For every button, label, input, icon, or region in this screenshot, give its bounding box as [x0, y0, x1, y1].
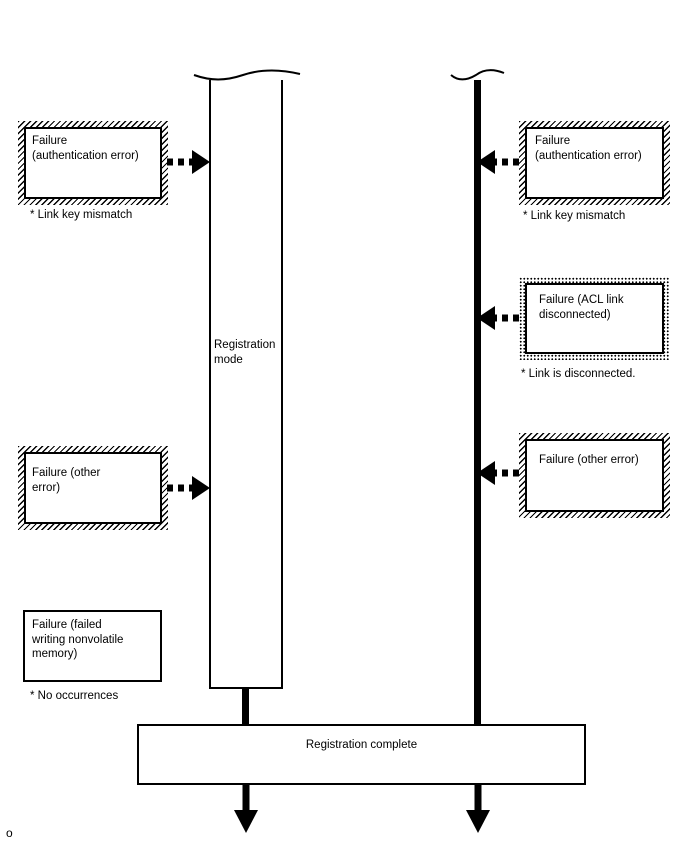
dashed-arrow-auth-error-right: [477, 150, 519, 174]
failure-acl-link-label: Failure (ACL link disconnected): [525, 283, 664, 354]
page-mark: o: [6, 826, 13, 840]
registration-mode-connector-line: [242, 687, 249, 725]
failure-nonvolatile-box: Failure (failed writing nonvolatile memo…: [23, 610, 162, 682]
failure-other-error-box-left: Failure (other error): [18, 446, 168, 530]
registration-mode-lifeline: Registration mode: [209, 80, 283, 689]
flow-arrow-bottom-left: [234, 785, 258, 833]
note-link-disconnected: * Link is disconnected.: [521, 368, 636, 380]
failure-other-error-label-left: Failure (other error): [24, 452, 162, 524]
failure-auth-error-box-left: Failure (authentication error): [18, 121, 168, 205]
note-link-key-mismatch-right: * Link key mismatch: [523, 210, 626, 222]
failure-acl-link-box: Failure (ACL link disconnected): [519, 277, 670, 360]
lifeline-break-wave-right: [450, 69, 505, 81]
dashed-arrow-other-error-right: [477, 461, 519, 485]
registration-mode-label: Registration mode: [214, 339, 276, 366]
failure-other-error-label-right: Failure (other error): [525, 439, 664, 512]
device-lifeline: [474, 80, 481, 725]
registration-complete-label: Registration complete: [305, 739, 418, 751]
failure-auth-error-label-left: Failure (authentication error): [24, 127, 162, 199]
dashed-arrow-acl-link-right: [477, 306, 519, 330]
flow-arrow-bottom-right: [466, 785, 490, 833]
registration-complete-box: Registration complete: [137, 724, 586, 785]
dashed-arrow-auth-error-left: [167, 150, 210, 174]
failure-auth-error-label-right: Failure (authentication error): [525, 127, 664, 199]
failure-auth-error-box-right: Failure (authentication error): [519, 121, 670, 205]
failure-other-error-box-right: Failure (other error): [519, 433, 670, 518]
note-link-key-mismatch-left: * Link key mismatch: [30, 209, 133, 221]
dashed-arrow-other-error-left: [167, 476, 210, 500]
lifeline-break-wave-left: [193, 69, 301, 81]
note-no-occurrences: * No occurrences: [30, 690, 119, 702]
